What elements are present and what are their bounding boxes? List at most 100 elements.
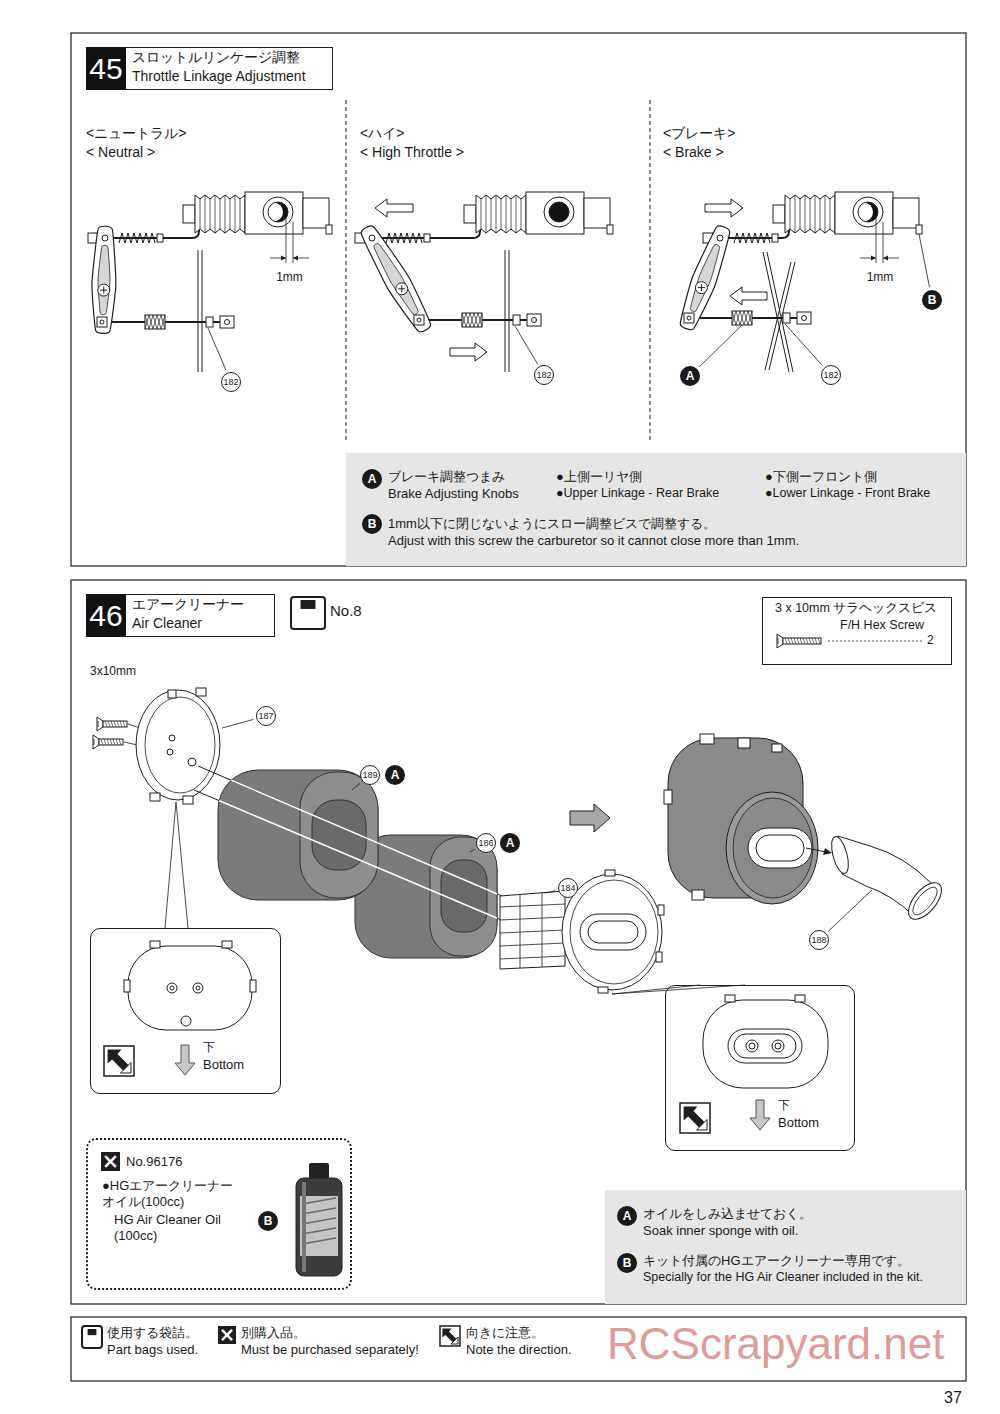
step-state: <ニュートラル> xyxy=(86,125,186,142)
optional-part-box: BNo.96176●HGエアークリーナー オイル(100cc)HG Air Cl… xyxy=(86,1138,352,1290)
throttle-barrel xyxy=(854,203,873,222)
ball-link-hole xyxy=(687,316,691,320)
detail-view-text: Bottom xyxy=(203,1057,244,1073)
down-arrow xyxy=(175,1045,195,1075)
screw-head xyxy=(97,717,103,731)
breather-hole xyxy=(188,758,196,766)
bellows-ridge xyxy=(491,199,492,229)
icon-frame xyxy=(680,1103,710,1133)
hardware-box: 3 x 10mm サラヘックスビスF/H Hex Screw2 xyxy=(762,597,952,665)
screw-hole xyxy=(169,735,175,741)
plate-hole xyxy=(170,986,174,990)
bore-outline xyxy=(858,202,878,222)
label-stripe xyxy=(302,1218,336,1224)
bellcrank xyxy=(92,226,116,333)
cage-bar xyxy=(500,904,565,907)
bag-number: No.8 xyxy=(330,602,362,620)
thread xyxy=(815,638,817,644)
dimension-line xyxy=(293,222,294,263)
bellows-ridge xyxy=(820,199,821,229)
pivot-screw xyxy=(98,284,110,296)
step-state: < Neutral > xyxy=(86,144,155,161)
bellows xyxy=(476,195,526,233)
optional-part-box-text: No.96176 xyxy=(126,1154,182,1170)
guide-line xyxy=(198,766,530,908)
detail-view: 下Bottom xyxy=(90,928,281,1094)
icon-frame xyxy=(104,1046,134,1076)
intake-hole xyxy=(746,1040,758,1052)
dimension: 1mm xyxy=(867,270,894,284)
knurl xyxy=(470,313,474,327)
boot-neck xyxy=(773,205,785,223)
note-panel-text: Adjust with this screw the carburetor so… xyxy=(388,533,799,549)
thread xyxy=(120,721,122,727)
funnel-mouth-inner xyxy=(909,883,942,918)
detail-housing xyxy=(703,995,828,1088)
backplate-tab xyxy=(150,793,160,801)
bag-outline xyxy=(82,1326,102,1348)
backplate-tab xyxy=(183,796,193,804)
brake-lever xyxy=(198,250,199,372)
screw-shaft xyxy=(103,721,127,727)
knurl xyxy=(149,315,153,329)
thread xyxy=(101,739,103,745)
backplate-tab xyxy=(168,690,176,698)
motion-arrow xyxy=(375,199,413,217)
bellows-ridge xyxy=(210,199,211,229)
adjust-knob xyxy=(732,311,752,325)
dimension-arrowhead xyxy=(883,256,888,261)
callout-number: 187 xyxy=(256,706,276,726)
intake-pill xyxy=(748,828,812,868)
callout-number: 182 xyxy=(821,365,841,385)
thread xyxy=(812,638,814,644)
thread xyxy=(797,638,799,644)
brake-lever xyxy=(765,262,791,370)
bellows xyxy=(195,195,245,233)
plate-hole xyxy=(196,986,200,990)
bottle-cap xyxy=(309,1163,329,1179)
knurl xyxy=(474,313,478,327)
brake-lever xyxy=(505,250,506,372)
step-header: 46エアークリーナーAir Cleaner xyxy=(86,594,275,637)
note-panel-text: Specially for the HG Air Cleaner include… xyxy=(643,1270,923,1285)
step-frame xyxy=(71,33,966,566)
backplate-rim xyxy=(136,690,220,800)
screw-shaft xyxy=(99,739,123,745)
detail-view: 下Bottom xyxy=(665,985,855,1151)
thread xyxy=(791,638,793,644)
hardware-box-text: 2 xyxy=(927,633,934,647)
cleaner-tab xyxy=(700,734,714,744)
ball-link xyxy=(717,235,723,241)
dimension-line xyxy=(876,216,877,263)
bellows-ridge xyxy=(800,199,801,229)
knurl xyxy=(466,313,470,327)
leader-line xyxy=(545,891,555,893)
leader-line xyxy=(222,719,253,728)
cleaner-tab xyxy=(692,890,704,900)
callout-number: 189 xyxy=(360,765,380,785)
cage-bar xyxy=(500,956,565,959)
knurl xyxy=(740,311,744,325)
dimension-arrowhead xyxy=(281,256,286,261)
callout-letter-text: A xyxy=(506,837,515,849)
icon-cross xyxy=(105,1156,116,1167)
icon-arrow xyxy=(442,1328,457,1343)
carburetor-bore xyxy=(853,197,883,227)
plate-notch xyxy=(150,941,160,948)
callout-number-text: 182 xyxy=(223,378,238,387)
bellows-ridge xyxy=(496,195,497,233)
plate-outline xyxy=(128,946,252,1030)
housing-notch xyxy=(725,995,735,1002)
carburetor-cap xyxy=(303,198,329,228)
rod-end-hole xyxy=(225,320,230,325)
thread xyxy=(794,638,796,644)
housing-tab xyxy=(605,870,615,876)
bellcrank-slot xyxy=(374,244,418,315)
bellows-ridge xyxy=(501,199,502,229)
purchase-icon xyxy=(218,1326,236,1344)
knurl xyxy=(462,313,466,327)
down-arrow xyxy=(750,1100,770,1130)
bellows-ridge xyxy=(486,195,487,233)
